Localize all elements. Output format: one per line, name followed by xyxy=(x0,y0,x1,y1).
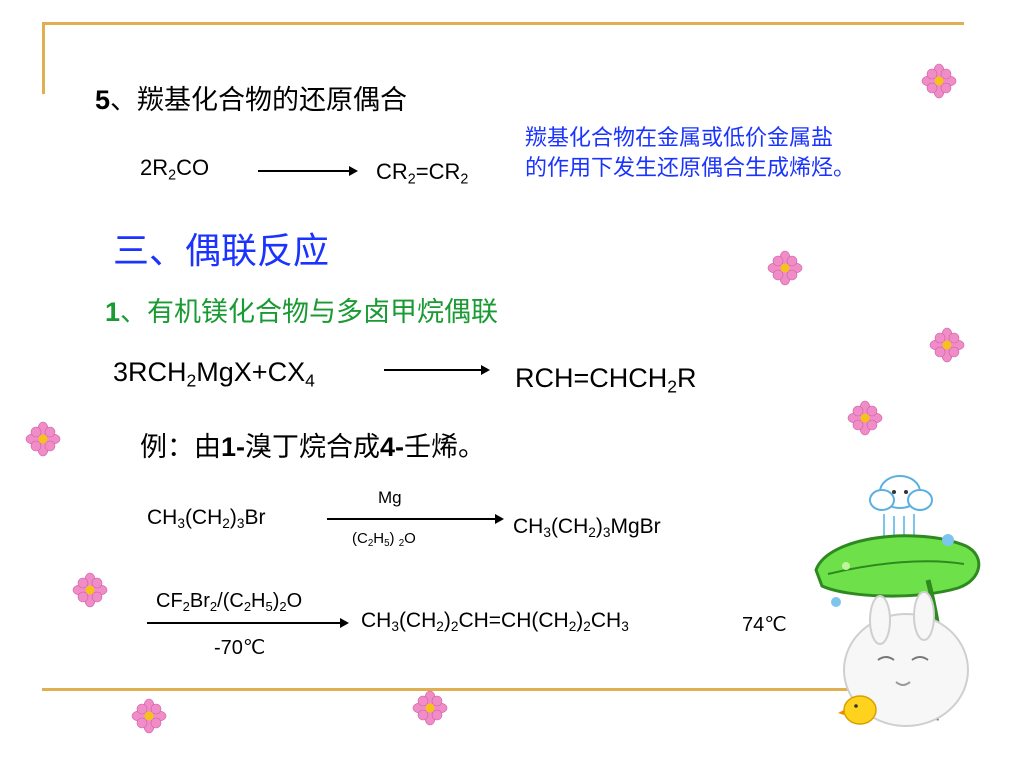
flower-icon xyxy=(921,63,957,99)
bottom-rule xyxy=(42,688,964,691)
cloud-icon xyxy=(869,475,933,511)
flower-icon xyxy=(412,690,448,726)
rxn1-reagent: Mg xyxy=(378,488,402,507)
rxn2-reagent: CF2Br2/(C2H5)2O xyxy=(156,590,303,614)
mascot-illustration xyxy=(814,475,981,727)
rxn2-temperature: -70℃ xyxy=(214,637,266,659)
flower-icon xyxy=(72,572,108,608)
flower-icon xyxy=(847,400,883,436)
section-3-title: 三、偶联反应 xyxy=(113,231,330,272)
rxn1-reactant: CH3(CH2)3Br xyxy=(147,506,266,532)
rxn1-product: CH3(CH2)3MgBr xyxy=(513,515,661,541)
example-text: 例：由1-溴丁烷合成4-壬烯。 xyxy=(140,432,486,463)
chick-icon xyxy=(838,695,877,725)
flower-icon xyxy=(131,698,167,734)
top-rule xyxy=(42,22,964,25)
eq2-reactants: 3RCH2MgX+CX4 xyxy=(113,357,315,391)
bunny-character xyxy=(843,591,969,727)
subsection-1-title: 1、有机镁化合物与多卤甲烷偶联 xyxy=(105,297,499,328)
eq2-product: RCH=CHCH2R xyxy=(515,363,697,397)
rxn2-product: CH3(CH2)2CH=CH(CH2)2CH3 xyxy=(361,609,629,635)
note-text: 羰基化合物在金属或低价金属盐 的作用下发生还原偶合生成烯烃。 xyxy=(525,126,856,181)
flower-icon xyxy=(25,421,61,457)
eq1-product: CR2=CR2 xyxy=(376,159,469,188)
left-rule xyxy=(42,22,45,94)
eq1-arrow xyxy=(258,166,358,176)
rxn2-yield-temp: 74℃ xyxy=(742,614,787,636)
eq2-arrow xyxy=(384,365,490,375)
heading-5: 5、羰基化合物的还原偶合 xyxy=(95,85,408,116)
rxn1-solvent: (C2H5) 2O xyxy=(352,530,416,549)
flower-icon xyxy=(767,250,803,286)
eq1-reactant: 2R2CO xyxy=(140,155,210,184)
rxn2-arrow xyxy=(147,618,349,628)
rxn1-arrow xyxy=(327,514,504,524)
flower-icon xyxy=(929,327,965,363)
